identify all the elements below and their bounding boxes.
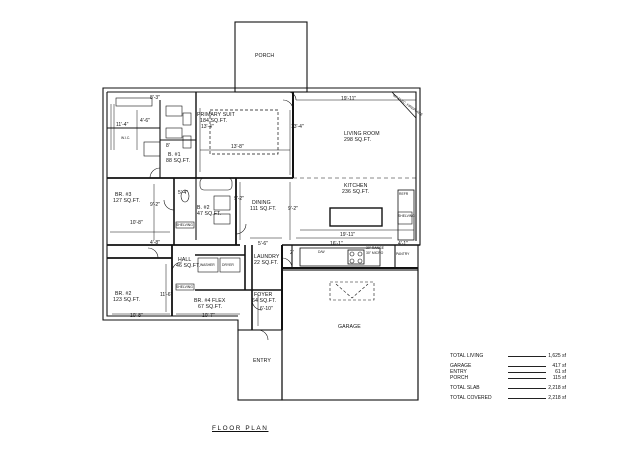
wic-label: W.I.C. <box>121 136 131 140</box>
foyer-area: 64 SQ.FT. <box>252 298 277 304</box>
dim-bath2-height: 5'-4" <box>178 190 188 196</box>
br3-label: BR. #3 <box>115 192 132 198</box>
dim-foyer-height: 6'-10" <box>260 306 273 312</box>
dim-br3-height: 9'-2" <box>150 202 160 208</box>
primary-suite-area: 184 SQ.FT. <box>200 118 228 124</box>
laundry-area: 22 SQ.FT. <box>254 260 279 266</box>
dim-br3-width: 10'-8" <box>130 220 143 226</box>
dim-living-height: 13'-4" <box>291 124 304 130</box>
entry-outline <box>237 329 283 401</box>
dim-small-top: 2' <box>290 250 294 256</box>
dim-br2-width: 10'-8" <box>130 313 143 319</box>
br2-area: 123 SQ.FT. <box>113 297 141 303</box>
porch-label: PORCH <box>255 53 275 59</box>
primary-suite-label: PRIMARY SUIT <box>197 112 235 118</box>
dim-hall-height: 4'-8" <box>150 240 160 246</box>
shelving-label: SHELVING <box>398 214 415 218</box>
micro-label: 30" MICRO <box>366 251 384 255</box>
living-room-area: 298 SQ.FT. <box>344 137 372 143</box>
dim-foyer-width: 5'-6" <box>258 241 268 247</box>
fireplace-symbol <box>391 91 417 120</box>
range-label: 30" RANGE <box>366 246 384 250</box>
bath1-label: B. #1 <box>168 152 181 158</box>
dim-top-left: 8'-3" <box>150 95 160 101</box>
bath1-area: 88 SQ.FT. <box>166 158 191 164</box>
kitchen-area: 236 SQ.FT. <box>342 189 370 195</box>
hall-area: 46 SQ.FT. <box>176 263 201 269</box>
kitchen-label: KITCHEN <box>344 183 368 189</box>
dining-label: DINING <box>252 200 271 206</box>
br2-label: BR. #2 <box>115 291 132 297</box>
shelving-label: SHELVING <box>176 223 193 227</box>
garage-label: GARAGE <box>338 324 361 330</box>
drawing-title: FLOOR PLAN <box>212 425 269 432</box>
br3-area: 127 SQ.FT. <box>113 198 141 204</box>
br4-label: BR. #4 FLEX <box>194 298 226 304</box>
garage-outline <box>281 269 419 401</box>
laundry-label: LAUNDRY <box>254 254 280 260</box>
dim-small-right: 4'-1" <box>398 241 408 247</box>
dim-br4-width: 10'-7" <box>202 313 215 319</box>
dim-br2-height: 11'-6" <box>160 292 173 298</box>
bath2-area: 47 SQ.FT. <box>197 211 222 217</box>
dishwasher-label: D/W <box>318 250 325 254</box>
living-room-label: LIVING ROOM <box>344 131 380 137</box>
dim-kitchen-width-2: 16'-1" <box>330 241 343 247</box>
pantry-label: PANTRY <box>396 252 410 256</box>
washer-label: WASHER <box>200 263 215 267</box>
bath2-label: B. #2 <box>197 205 210 211</box>
dryer-label: DRYER <box>222 263 234 267</box>
foyer-label: FOYER <box>254 292 273 298</box>
dim-suite-width: 13'-8" <box>231 144 244 150</box>
dim-kitchen-width: 19'-11" <box>340 232 356 238</box>
dim-kitchen-height: 9'-2" <box>288 206 298 212</box>
entry-label: ENTRY <box>253 358 271 364</box>
dim-dining-height: 9'-2" <box>234 196 244 202</box>
dim-bath1-width: 8' <box>166 143 170 149</box>
dim-wic-2: 4'-6" <box>140 118 150 124</box>
br4-area: 67 SQ.FT. <box>198 304 223 310</box>
refrigerator-label: REFR <box>399 192 409 196</box>
dim-suite-height: 13'-4" <box>201 124 214 130</box>
shelving-label: SHELVING <box>176 285 193 289</box>
kitchen-island <box>329 207 383 227</box>
dining-area: 111 SQ.FT. <box>250 206 277 212</box>
hall-label: HALL <box>178 257 192 263</box>
dim-living-width: 19'-11" <box>341 96 357 102</box>
dim-wic: 11'-4" <box>116 122 129 128</box>
